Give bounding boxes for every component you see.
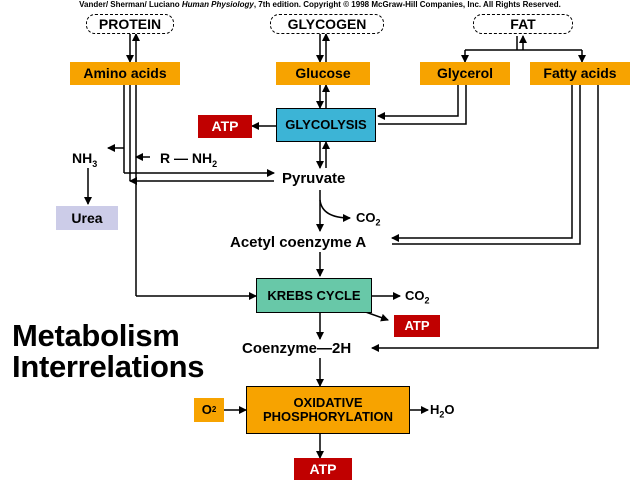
pyruvate-label: Pyruvate — [282, 170, 346, 187]
nh3-label: NH3 — [72, 150, 98, 169]
arrow-fatty-to-coenzyme — [371, 85, 599, 352]
acetyl-coa-label: Acetyl coenzyme A — [230, 234, 367, 251]
co2-krebs-label: CO2 — [405, 288, 430, 306]
urea-box: Urea — [56, 206, 118, 230]
oxidative-phosphorylation-box: OXIDATIVE PHOSPHORYLATION — [246, 386, 410, 434]
diagram-title: Metabolism Interrelations — [12, 318, 205, 384]
glycerol-box: Glycerol — [420, 62, 510, 85]
atp-krebs-box: ATP — [394, 315, 440, 337]
atp-oxphos-box: ATP — [294, 458, 352, 480]
glycolysis-box: GLYCOLYSIS — [276, 108, 376, 142]
co2-pyruvate-label: CO2 — [356, 210, 381, 228]
amino-acids-box: Amino acids — [70, 62, 180, 85]
protein-source: PROTEIN — [86, 14, 174, 34]
fatty-acids-box: Fatty acids — [530, 62, 630, 85]
fat-source: FAT — [473, 14, 573, 34]
coenzyme-2h-label: Coenzyme—2H — [242, 340, 352, 357]
arrow-pyruvate-to-co2 — [319, 199, 351, 222]
arrow-glycerol-to-glycolysis — [377, 85, 459, 120]
krebs-cycle-box: KREBS CYCLE — [256, 278, 372, 313]
h2o-label: H2O — [430, 402, 455, 420]
r-nh2-label: R — NH2 — [160, 150, 218, 169]
glycogen-source: GLYCOGEN — [270, 14, 384, 34]
atp-glycolysis-box: ATP — [198, 115, 252, 138]
arrow-fatty-to-acetyl — [391, 85, 573, 242]
copyright-credit: Vander/ Sherman/ Luciano Human Physiolog… — [79, 0, 561, 9]
glucose-box: Glucose — [276, 62, 370, 85]
